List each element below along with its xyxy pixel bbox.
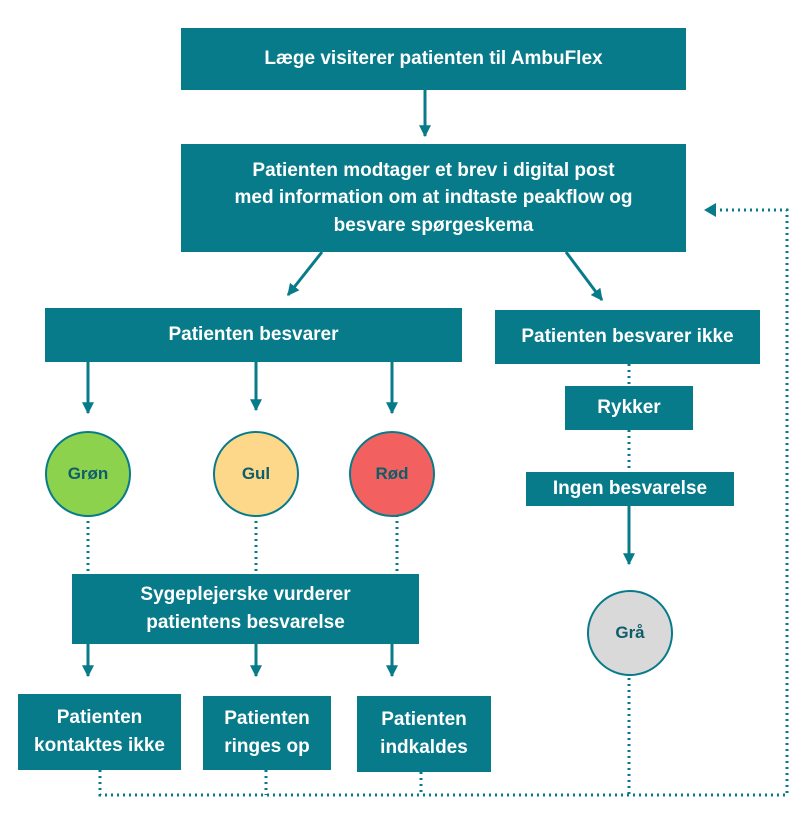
dotted-feedback-loop (98, 208, 789, 797)
arrow-letter-to-responds (286, 251, 324, 296)
node-nurse: Sygeplejerske vurderer patientens besvar… (72, 574, 419, 644)
status-red-circle: Rød (349, 431, 435, 517)
status-grey-circle: Grå (587, 590, 673, 676)
status-yellow-circle: Gul (213, 431, 299, 517)
node-letter: Patienten modtager et brev i digital pos… (181, 144, 686, 252)
node-not-contacted: Patienten kontaktes ikke (18, 694, 181, 770)
node-referral: Læge visiterer patienten til AmbuFlex (181, 28, 686, 90)
arrow-letter-to-no-response (564, 251, 604, 301)
node-summoned: Patienten indkaldes (357, 696, 491, 772)
feedback-arrow-head (704, 203, 716, 217)
node-no-answer: Ingen besvarelse (526, 472, 734, 506)
node-reminder: Rykker (565, 386, 693, 430)
node-called: Patienten ringes op (203, 696, 331, 770)
status-green-circle: Grøn (45, 431, 131, 517)
node-no-response: Patienten besvarer ikke (495, 310, 760, 364)
node-responds: Patienten besvarer (45, 308, 462, 362)
